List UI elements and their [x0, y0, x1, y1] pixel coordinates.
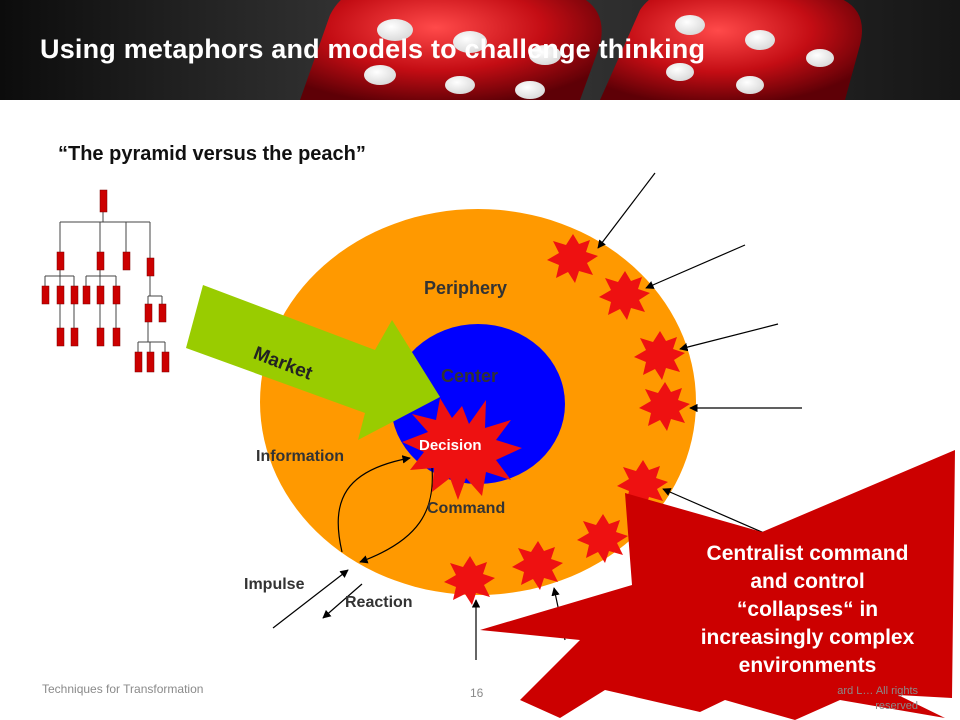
dice-photo	[300, 0, 862, 100]
header-banner: Using metaphors and models to challenge …	[0, 0, 960, 100]
command-label: Command	[427, 500, 506, 517]
org-chart-pyramid	[44, 212, 166, 352]
callout-line: environments	[738, 654, 877, 677]
impulse-arrows	[471, 172, 802, 660]
slide-subtitle: “The pyramid versus the peach”	[58, 143, 366, 165]
footer-title: Techniques for Transformation	[42, 682, 204, 696]
callout-line: “collapses“ in	[736, 598, 879, 621]
impulse-burst	[577, 514, 628, 563]
callout-line: increasingly complex	[700, 626, 915, 649]
periphery-label: Periphery	[424, 278, 508, 298]
market-arrow	[186, 285, 440, 440]
decision-label: Decision	[419, 437, 482, 454]
copyright-line: reserved	[875, 700, 918, 712]
impulse-label: Impulse	[244, 576, 305, 593]
impulse-burst	[634, 331, 685, 380]
feedback-loop-arrows	[272, 455, 433, 629]
decision-burst	[402, 398, 522, 500]
footer-copyright: ard L… All rights reserved	[800, 684, 918, 714]
impulse-burst	[444, 556, 495, 605]
impulse-burst	[599, 271, 650, 320]
callout-line: Centralist command	[706, 542, 909, 565]
impulse-burst	[512, 541, 563, 590]
collapse-callout-burst	[480, 450, 955, 720]
page-number: 16	[470, 686, 484, 700]
impulse-burst	[547, 234, 598, 283]
collapse-callout-text: Centralist command and control “collapse…	[660, 540, 955, 680]
information-label: Information	[256, 448, 344, 465]
reaction-label: Reaction	[345, 594, 413, 611]
callout-line: and control	[750, 570, 865, 593]
slide-title: Using metaphors and models to challenge …	[40, 34, 706, 64]
copyright-line: ard L… All rights	[837, 685, 918, 697]
center-label: Center	[441, 366, 499, 386]
org-chart-boxes	[41, 189, 170, 373]
impulse-burst	[639, 382, 690, 431]
